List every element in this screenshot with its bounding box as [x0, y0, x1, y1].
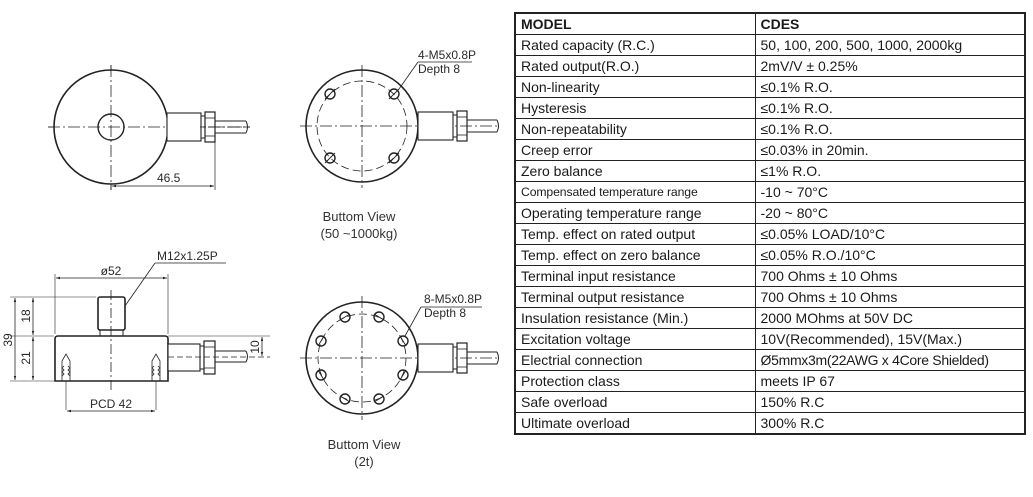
value-cell: 2mV/V ± 0.25%	[754, 55, 1026, 77]
value-cell: -10 ~ 70°C	[754, 181, 1026, 203]
param-cell: Protection class	[514, 370, 756, 392]
bottom-view-4hole-drawing	[300, 61, 500, 188]
table-row: Creep error≤0.03% in 20min.	[514, 139, 1026, 161]
value-cell: -20 ~ 80°C	[754, 202, 1026, 224]
value-cell: ≤0.1% R.O.	[754, 118, 1026, 140]
dimension-46-5: 46.5	[157, 171, 181, 185]
table-row: Compensated temperature range-10 ~ 70°C	[514, 181, 1026, 203]
callout-8-hole-depth: Depth 8	[424, 306, 466, 320]
callout-4-hole-depth: Depth 8	[418, 62, 460, 76]
param-cell: Excitation voltage	[514, 328, 756, 350]
param-cell: Non-linearity	[514, 76, 756, 98]
table-row: Operating temperature range-20 ~ 80°C	[514, 202, 1026, 224]
technical-drawings: 46.5 4-M5x0.8P Depth 8 Buttom View (50 ~…	[1, 48, 500, 469]
table-header-row: MODEL CDES	[514, 12, 1026, 35]
value-cell: Ø5mmx3m(22AWG x 4Core Shielded)	[754, 349, 1026, 371]
param-cell: Safe overload	[514, 391, 756, 413]
top-view-drawing	[48, 65, 250, 190]
dimension-diameter-52: ø52	[101, 264, 122, 278]
header-model-label: MODEL	[514, 12, 756, 35]
table-row: Non-linearity≤0.1% R.O.	[514, 76, 1026, 98]
param-cell: Rated output(R.O.)	[514, 55, 756, 77]
param-cell: Compensated temperature range	[514, 181, 756, 203]
value-cell: 150% R.C	[754, 391, 1026, 413]
value-cell: 700 Ohms ± 10 Ohms	[754, 265, 1026, 287]
callout-4-hole-thread: 4-M5x0.8P	[418, 48, 476, 62]
value-cell: 2000 MOhms at 50V DC	[754, 307, 1026, 329]
table-row: Rated capacity (R.C.)50, 100, 200, 500, …	[514, 34, 1026, 56]
bottom-view-8hole-drawing	[300, 296, 500, 420]
value-cell: 10V(Recommended), 15V(Max.)	[754, 328, 1026, 350]
value-cell: ≤0.1% R.O.	[754, 76, 1026, 98]
table-row: Insulation resistance (Min.)2000 MOhms a…	[514, 307, 1026, 329]
param-cell: Rated capacity (R.C.)	[514, 34, 756, 56]
callout-stud-thread: M12x1.25P	[157, 249, 218, 263]
value-cell: ≤0.03% in 20min.	[754, 139, 1026, 161]
param-cell: Non-repeatability	[514, 118, 756, 140]
dimension-pcd-42: PCD 42	[90, 397, 132, 411]
table-row: Hysteresis≤0.1% R.O.	[514, 97, 1026, 119]
dimension-height-39: 39	[1, 333, 15, 347]
caption-bottom-view-4hole-title: Buttom View	[323, 209, 396, 224]
param-cell: Terminal output resistance	[514, 286, 756, 308]
value-cell: 50, 100, 200, 500, 1000, 2000kg	[754, 34, 1026, 56]
param-cell: Ultimate overload	[514, 412, 756, 435]
dimension-height-18: 18	[19, 309, 33, 323]
table-row: Temp. effect on rated output≤0.05% LOAD/…	[514, 223, 1026, 245]
dimension-height-21: 21	[19, 351, 33, 365]
spec-table: MODEL CDES Rated capacity (R.C.)50, 100,…	[514, 12, 1026, 435]
value-cell: ≤0.05% R.O./10°C	[754, 244, 1026, 266]
param-cell: Operating temperature range	[514, 202, 756, 224]
param-cell: Terminal input resistance	[514, 265, 756, 287]
table-row: Zero balance≤1% R.O.	[514, 160, 1026, 182]
param-cell: Zero balance	[514, 160, 756, 182]
table-row: Rated output(R.O.)2mV/V ± 0.25%	[514, 55, 1026, 77]
param-cell: Hysteresis	[514, 97, 756, 119]
value-cell: meets IP 67	[754, 370, 1026, 392]
value-cell: ≤0.1% R.O.	[754, 97, 1026, 119]
param-cell: Electrial connection	[514, 349, 756, 371]
caption-bottom-view-8hole-range: (2t)	[354, 454, 374, 469]
caption-bottom-view-4hole-range: (50 ~1000kg)	[321, 226, 398, 241]
value-cell: ≤1% R.O.	[754, 160, 1026, 182]
param-cell: Temp. effect on rated output	[514, 223, 756, 245]
param-cell: Insulation resistance (Min.)	[514, 307, 756, 329]
value-cell: 700 Ohms ± 10 Ohms	[754, 286, 1026, 308]
value-cell: 300% R.C	[754, 412, 1026, 435]
table-row: Temp. effect on zero balance≤0.05% R.O./…	[514, 244, 1026, 266]
table-row: Non-repeatability≤0.1% R.O.	[514, 118, 1026, 140]
side-view-drawing	[10, 262, 270, 413]
caption-bottom-view-8hole-title: Buttom View	[328, 437, 401, 452]
value-cell: ≤0.05% LOAD/10°C	[754, 223, 1026, 245]
header-model-value: CDES	[754, 12, 1026, 35]
dimension-cable-offset-10: 10	[248, 340, 262, 354]
param-cell: Creep error	[514, 139, 756, 161]
param-cell: Temp. effect on zero balance	[514, 244, 756, 266]
callout-8-hole-thread: 8-M5x0.8P	[424, 292, 482, 306]
